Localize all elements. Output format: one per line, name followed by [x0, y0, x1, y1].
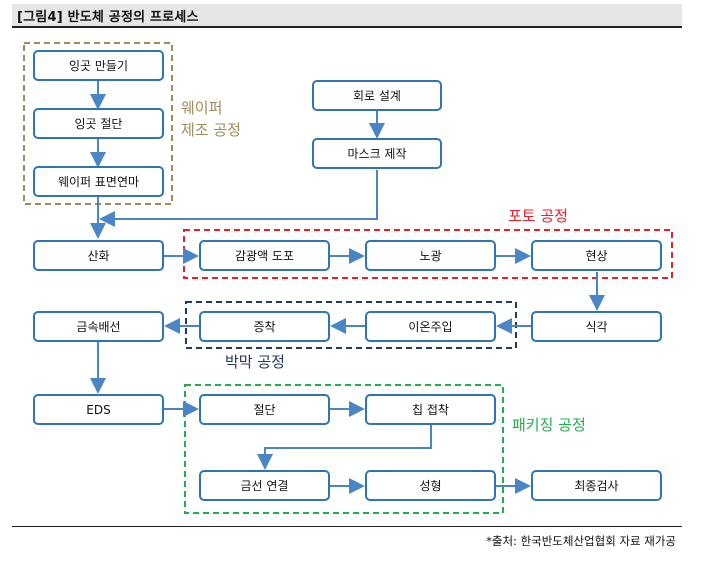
title-rule [12, 26, 682, 28]
wafer-group-label: 웨이퍼 제조 공정 [181, 97, 241, 141]
title-band [12, 4, 682, 26]
step-mask-making: 마스크 제작 [312, 138, 442, 169]
step-ingot-making: 잉곳 만들기 [33, 50, 164, 81]
step-circuit-design: 회로 설계 [312, 80, 442, 111]
step-etching: 식각 [531, 311, 662, 342]
step-wire-bonding: 금선 연결 [199, 470, 330, 501]
step-exposure: 노광 [365, 240, 496, 271]
step-dicing: 절단 [199, 394, 330, 425]
step-ion-implant: 이온주입 [365, 311, 496, 342]
step-oxidation: 산화 [33, 240, 164, 271]
step-wafer-polish: 웨이퍼 표면연마 [33, 166, 164, 197]
wafer-group-label-line1: 웨이퍼 [181, 99, 223, 117]
packaging-group-label: 패키징 공정 [512, 416, 586, 434]
step-pr-coating: 감광액 도포 [199, 240, 330, 271]
step-develop: 현상 [531, 240, 662, 271]
step-eds: EDS [33, 394, 164, 425]
step-metal-wiring: 금속배선 [33, 311, 164, 342]
packaging-group-frame [184, 384, 504, 514]
step-molding: 성형 [365, 470, 496, 501]
arrow-mask-to-oxidation [99, 170, 378, 227]
step-die-attach: 칩 접착 [365, 394, 496, 425]
step-deposition: 증착 [199, 311, 330, 342]
figure-title: [그림4] 반도체 공정의 프로세스 [17, 10, 199, 25]
photo-group-frame [183, 229, 673, 279]
step-final-test: 최종검사 [531, 470, 662, 501]
step-ingot-cutting: 잉곳 절단 [33, 108, 164, 139]
footer-rule [12, 526, 682, 527]
arrow-attach-to-wire [257, 425, 432, 470]
wafer-group-label-line2: 제조 공정 [181, 121, 241, 139]
thinfilm-group-label: 박막 공정 [225, 353, 285, 371]
source-note: *출처: 한국반도체산업협회 자료 재가공 [486, 534, 676, 548]
photo-group-label: 포토 공정 [508, 207, 568, 225]
